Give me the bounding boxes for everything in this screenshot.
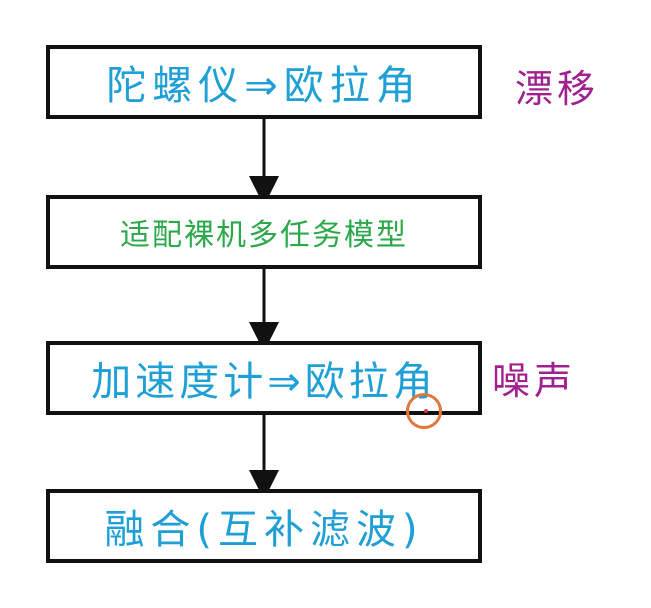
step-accelerometer-to-euler-label: 加速度计⇒欧拉角 [91, 359, 437, 405]
step-bare-metal-multitask-label: 适配裸机多任务模型 [120, 218, 408, 253]
note-drift: 漂移 [515, 67, 600, 111]
cursor-dot [424, 409, 428, 413]
step-gyroscope-to-euler-label: 陀螺仪⇒欧拉角 [106, 63, 422, 109]
note-noise: 噪声 [492, 359, 577, 403]
step-bare-metal-multitask: 适配裸机多任务模型 [46, 195, 482, 269]
step-accelerometer-to-euler: 加速度计⇒欧拉角 [46, 341, 482, 415]
step-fusion-label: 融合(互补滤波) [104, 507, 424, 553]
step-gyroscope-to-euler: 陀螺仪⇒欧拉角 [46, 45, 482, 119]
mouse-cursor-highlight [406, 393, 442, 429]
step-fusion-complementary-filter: 融合(互补滤波) [46, 489, 482, 563]
